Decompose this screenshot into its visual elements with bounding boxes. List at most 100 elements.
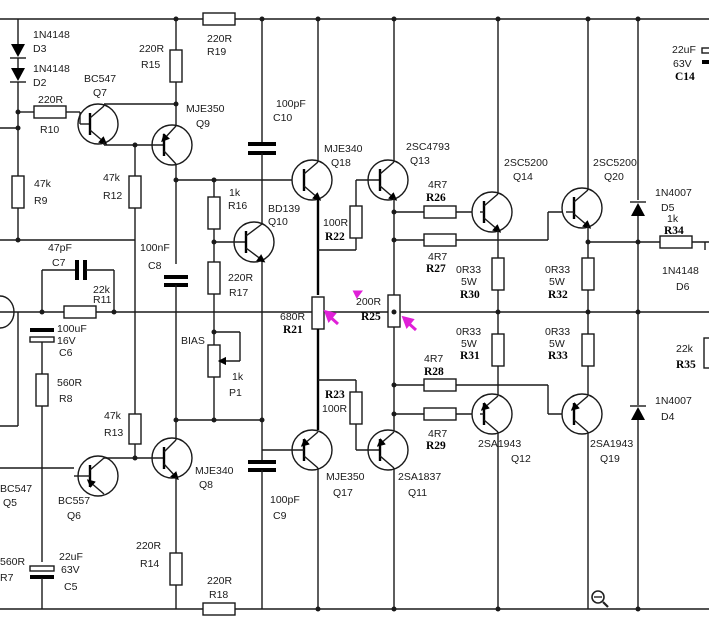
r11-label: R11 — [93, 294, 112, 306]
d6-label: D6 — [676, 281, 690, 293]
r15-label: R15 — [141, 59, 160, 71]
c8-label: C8 — [148, 260, 162, 272]
p1-label: P1 — [229, 387, 242, 399]
r26-label: R26 — [426, 192, 446, 204]
transistor-q19: 2SA1943 Q19 — [561, 393, 633, 465]
r33-value: 0R33 — [545, 326, 570, 338]
c14-value: 22uF — [672, 44, 696, 56]
capacitor-c14: 22uF 63V C14 — [672, 44, 709, 83]
q12-type-label: 2SA1943 — [478, 438, 521, 450]
r18-value: 220R — [207, 575, 233, 587]
r18-label: R18 — [209, 589, 228, 601]
c8-value: 100nF — [140, 242, 170, 254]
c5-voltage: 63V — [61, 564, 80, 576]
r14-value: 220R — [136, 540, 162, 552]
transistor-q17: MJE350 Q17 — [291, 429, 365, 499]
resistor-r14: 220R R14 — [136, 477, 183, 609]
r33-wattage: 5W — [549, 338, 565, 350]
q20-type-label: 2SC5200 — [593, 157, 637, 169]
transistor-q10: BD139 Q10 — [214, 203, 300, 263]
q5-type-label: BC547 — [0, 483, 32, 495]
resistor-r30: 0R33 5W R30 — [456, 230, 505, 334]
r32-value: 0R33 — [545, 264, 570, 276]
resistor-r27: 4R7 R27 — [394, 211, 566, 275]
r32-label: R32 — [548, 289, 568, 301]
c5-value: 22uF — [59, 551, 83, 563]
c5-label: C5 — [64, 581, 78, 593]
r21-arrowhead — [323, 309, 337, 323]
capacitor-c5: 22uF 63V C5 — [29, 551, 83, 609]
r9-value: 47k — [34, 178, 52, 190]
r22-value: 100R — [323, 217, 349, 229]
r32-wattage: 5W — [549, 276, 565, 288]
q6-type-label: BC557 — [58, 495, 90, 507]
capacitor-c10: 100pF C10 — [248, 19, 306, 460]
c7-value: 47pF — [48, 242, 72, 254]
resistor-r34: 1k R34 — [588, 213, 709, 249]
resistor-r9: 47k R9 — [11, 175, 52, 240]
r31-label: R31 — [460, 350, 480, 362]
r19-label: R19 — [207, 46, 226, 58]
transistor-q7: BC547 Q7 — [77, 73, 119, 145]
r23-label: R23 — [325, 389, 345, 401]
r30-label: R30 — [460, 289, 480, 301]
q11-label: Q11 — [408, 487, 427, 499]
r7-value: 560R — [0, 556, 26, 568]
r13-value: 47k — [104, 410, 122, 422]
q14-label: Q14 — [513, 171, 533, 183]
q11-type-label: 2SA1837 — [398, 471, 441, 483]
c6-label: C6 — [59, 347, 73, 359]
d5-type-label: 1N4007 — [655, 187, 692, 199]
r16-label: R16 — [228, 200, 247, 212]
r21-value: 680R — [280, 311, 306, 323]
q10-label: Q10 — [268, 216, 288, 228]
q6-label: Q6 — [67, 510, 81, 522]
r34-value: 1k — [667, 213, 679, 225]
r25-label: R25 — [361, 311, 381, 323]
d3-type-label: 1N4148 — [33, 29, 70, 41]
r29-label: R29 — [426, 440, 446, 452]
transistor-q6: BC557 Q6 — [58, 455, 119, 522]
r28-value: 4R7 — [424, 353, 443, 365]
r8-value: 560R — [57, 377, 83, 389]
q8-type-label: MJE340 — [195, 465, 234, 477]
r9-label: R9 — [34, 195, 48, 207]
r14-label: R14 — [140, 558, 159, 570]
q7-label: Q7 — [93, 87, 107, 99]
r35-label: R35 — [676, 359, 696, 371]
resistor-r29: 4R7 R29 — [394, 407, 480, 452]
d4-type-label: 1N4007 — [655, 395, 692, 407]
diode-d6: 1N4148 D6 — [662, 242, 706, 293]
p1-value: 1k — [232, 371, 244, 383]
q9-type-label: MJE350 — [186, 103, 225, 115]
transistor-q14: 2SC5200 Q14 — [471, 157, 548, 233]
d2-type-label: 1N4148 — [33, 63, 70, 75]
q18-type-label: MJE340 — [324, 143, 363, 155]
r12-value: 47k — [103, 172, 121, 184]
r27-label: R27 — [426, 263, 446, 275]
r8-label: R8 — [59, 393, 73, 405]
c7-label: C7 — [52, 257, 66, 269]
c6-voltage: 16V — [57, 335, 76, 347]
q5-label: Q5 — [3, 497, 17, 509]
r31-value: 0R33 — [456, 326, 481, 338]
q9-label: Q9 — [196, 118, 210, 130]
r22-label: R22 — [325, 231, 345, 243]
resistor-r21: 680R R21 — [280, 296, 325, 430]
resistor-r18: 220R R18 — [202, 575, 236, 616]
resistor-r23: R23 100R — [318, 379, 363, 450]
r27-value: 4R7 — [428, 251, 447, 263]
r11-value: 22k — [93, 284, 111, 296]
d5-label: D5 — [661, 202, 675, 214]
magnifier-icon[interactable] — [591, 590, 609, 608]
resistor-r19: 220R R19 — [202, 12, 236, 58]
diode-d5: 1N4007 D5 — [630, 19, 692, 312]
r19-value: 220R — [207, 33, 233, 45]
r26-value: 4R7 — [428, 179, 447, 191]
capacitor-c8: 100nF C8 — [140, 242, 188, 420]
r12-label: R12 — [103, 190, 122, 202]
q12-label: Q12 — [511, 453, 531, 465]
c6-value: 100uF — [57, 323, 87, 335]
r30-value: 0R33 — [456, 264, 481, 276]
